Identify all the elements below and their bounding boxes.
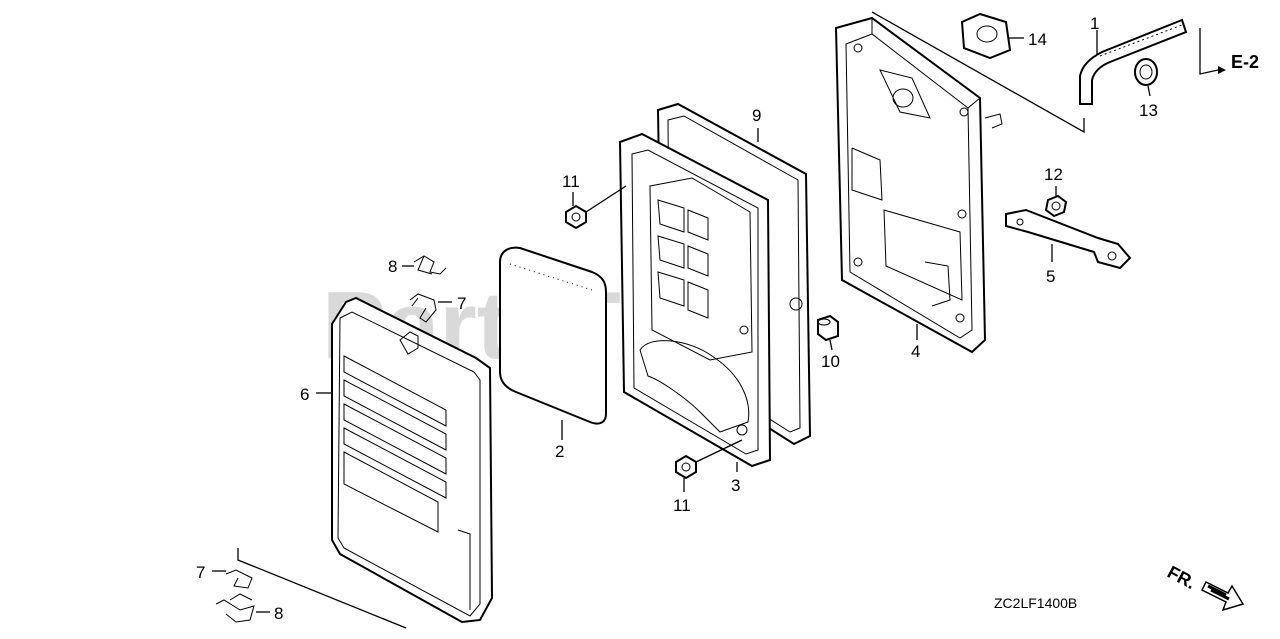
part-6-cover[interactable] [331,296,494,624]
callout-11-lower: 11 [673,496,691,515]
part-7-clip-lower[interactable] [225,569,253,589]
callout-8-lower: 8 [274,604,283,623]
drawing-code: ZC2LF1400B [994,595,1077,611]
part-1-breather-tube[interactable] [1079,18,1188,105]
callout-3: 3 [731,476,740,495]
callout-5: 5 [1046,267,1055,286]
callout-7-lower: 7 [196,563,205,582]
part-8-clip-lower[interactable] [215,593,255,623]
callout-9: 9 [752,106,761,125]
leader-e2 [1199,28,1219,75]
part-5-bracket[interactable] [1005,208,1132,270]
callout-4: 4 [911,342,920,361]
callout-8-upper: 8 [388,257,397,276]
callout-14: 14 [1028,30,1047,49]
leader-bracket-bottom [237,548,407,629]
part-8-clip-upper[interactable] [413,255,447,275]
part-3-element-case[interactable] [618,132,772,468]
part-14-gasket[interactable] [960,12,1012,60]
part-2-filter-element[interactable] [499,246,607,425]
callout-1: 1 [1090,14,1099,33]
front-arrow-icon: FR. [1164,562,1245,612]
ref-label-e2: E-2 [1231,52,1259,72]
front-label: FR. [1164,562,1199,593]
callout-7-upper: 7 [457,294,466,313]
part-4-case[interactable] [834,16,1003,354]
callout-12: 12 [1044,165,1063,184]
part-11-nut-upper[interactable] [565,204,587,230]
callout-2: 2 [555,442,564,461]
callout-10: 10 [821,352,840,371]
callout-13: 13 [1139,101,1158,120]
callout-6: 6 [300,385,309,404]
part-10-collar[interactable] [817,314,839,342]
part-7-clip-upper[interactable] [409,293,437,323]
callout-11-upper: 11 [562,172,580,191]
leader-bracket-top [871,11,1085,134]
part-12-nut[interactable] [1044,194,1068,218]
part-13-grommet[interactable] [1134,58,1158,86]
part-11-nut-lower[interactable] [675,454,697,480]
arrow-e2 [1218,66,1226,74]
